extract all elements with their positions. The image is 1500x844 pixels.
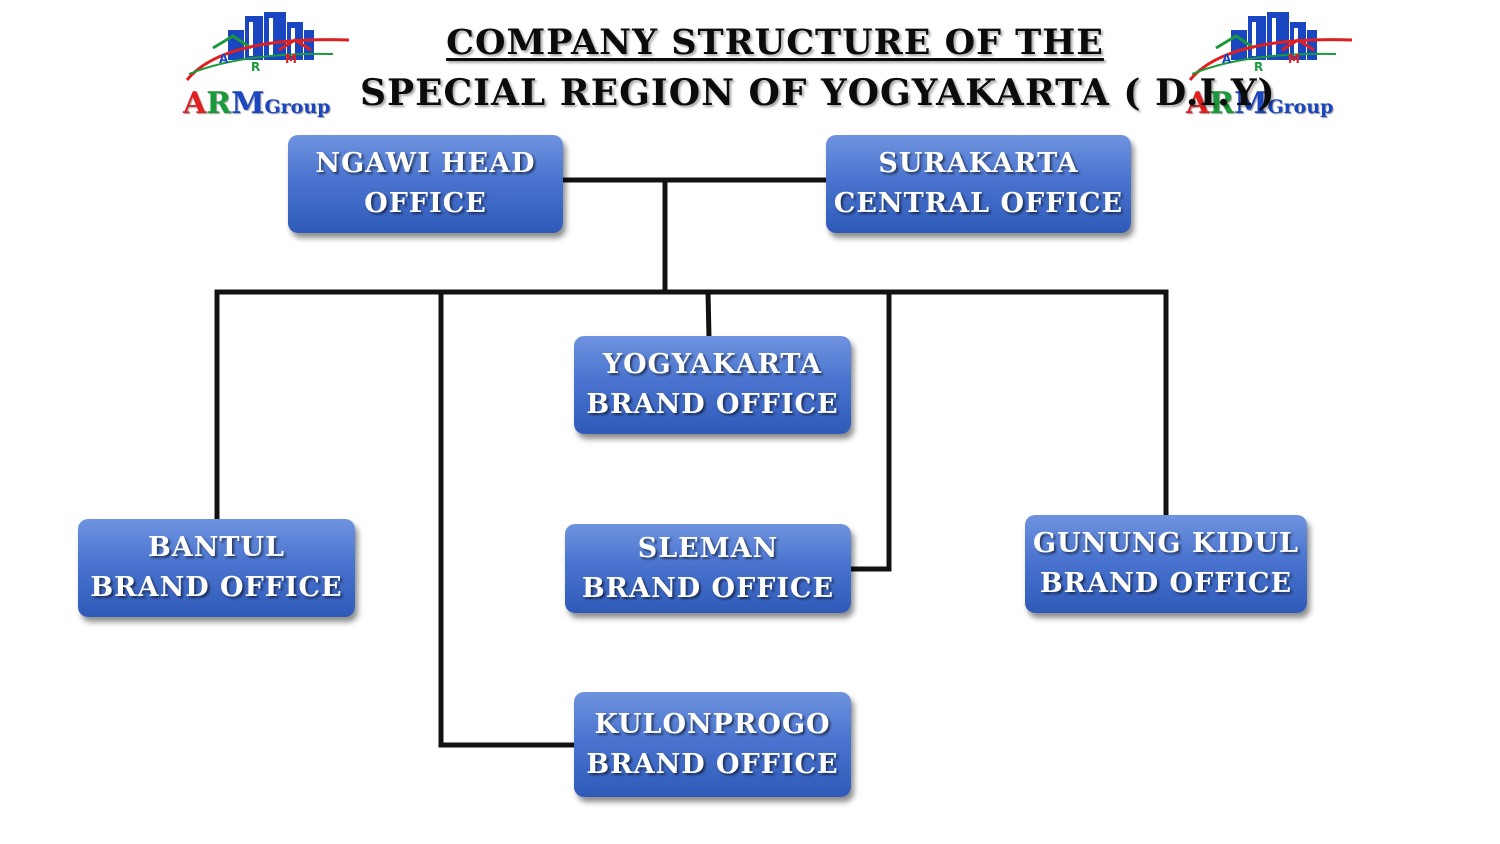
logo-arc-letter: A bbox=[219, 52, 229, 66]
node-bantul-brand-office: BANTUL BRAND OFFICE bbox=[78, 519, 355, 617]
node-surakarta-central-office: SURAKARTA CENTRAL OFFICE bbox=[826, 135, 1131, 233]
logo-arc-letter: M bbox=[1288, 52, 1300, 66]
connector-yogyakarta bbox=[705, 289, 712, 340]
node-label-line-2: BRAND OFFICE bbox=[581, 572, 835, 604]
node-sleman-brand-office: SLEMAN BRAND OFFICE bbox=[565, 524, 851, 613]
node-label-line-1: NGAWI HEAD bbox=[315, 148, 536, 179]
node-label-line-2: CENTRAL OFFICE bbox=[833, 188, 1124, 219]
node-label-line-1: GUNUNG KIDUL bbox=[1032, 528, 1299, 559]
node-gunung-kidul-brand-office: GUNUNG KIDUL BRAND OFFICE bbox=[1025, 515, 1307, 613]
node-yogyakarta-brand-office: YOGYAKARTA BRAND OFFICE bbox=[574, 336, 851, 434]
node-label-line-1: YOGYAKARTA bbox=[602, 349, 823, 380]
node-kulonprogo-brand-office: KULONPROGO BRAND OFFICE bbox=[574, 692, 851, 797]
node-label-line-2: BRAND OFFICE bbox=[586, 389, 839, 420]
building-logo-icon bbox=[185, 12, 350, 81]
logo-arc-letter: R bbox=[251, 60, 261, 74]
logo-left: A R M ARMGroup bbox=[183, 8, 353, 121]
logo-wordmark: ARMGroup bbox=[183, 86, 331, 121]
logo-right: A R M ARMGroup bbox=[1186, 8, 1356, 121]
building-logo-icon bbox=[1188, 12, 1353, 81]
node-label-line-2: BRAND OFFICE bbox=[1039, 568, 1293, 599]
logo-arc-letter: A bbox=[1222, 52, 1232, 66]
node-label-line-1: BANTUL bbox=[147, 532, 286, 563]
node-ngawi-head-office: NGAWI HEAD OFFICE bbox=[288, 135, 563, 233]
logo-wordmark: ARMGroup bbox=[1186, 86, 1334, 121]
node-label-line-2: OFFICE bbox=[364, 188, 487, 219]
connector-sleman bbox=[845, 289, 892, 572]
node-label-line-2: BRAND OFFICE bbox=[90, 572, 343, 603]
logo-arc-letter: R bbox=[1254, 60, 1264, 74]
page-title-line-1: COMPANY STRUCTURE OF THE bbox=[446, 22, 1104, 63]
node-label-line-1: KULONPROGO bbox=[594, 708, 831, 740]
node-label-line-1: SLEMAN bbox=[637, 532, 779, 564]
node-label-line-1: SURAKARTA bbox=[878, 148, 1079, 179]
page-title-line-2: SPECIAL REGION OF YOGYAKARTA ( D.I.Y) bbox=[360, 72, 1276, 114]
connector-kulonprogo bbox=[438, 291, 579, 748]
node-label-line-2: BRAND OFFICE bbox=[586, 748, 839, 780]
logo-arc-letter: M bbox=[285, 52, 297, 66]
